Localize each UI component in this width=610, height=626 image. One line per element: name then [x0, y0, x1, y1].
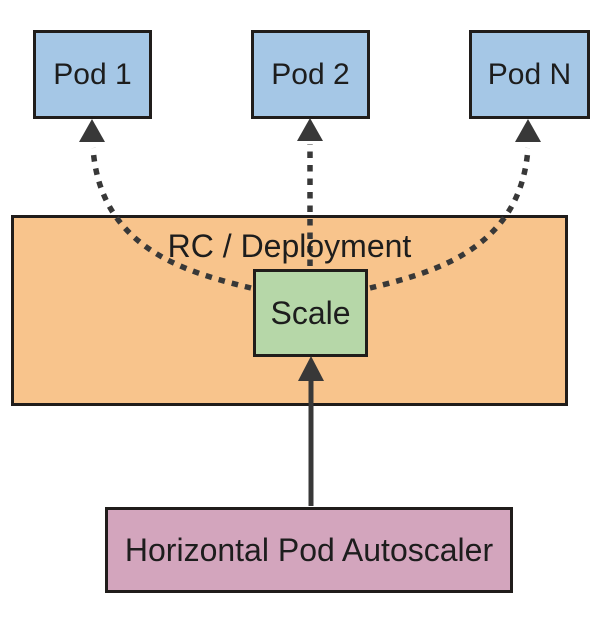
arrowhead-pod2-icon — [297, 118, 323, 141]
node-scale: Scale — [253, 269, 368, 357]
node-scale-label: Scale — [270, 294, 351, 331]
node-pod-2: Pod 2 — [251, 30, 370, 119]
arrowhead-pod1-icon — [79, 119, 105, 142]
arrowhead-podn-icon — [515, 119, 541, 142]
node-horizontal-pod-autoscaler-label: Horizontal Pod Autoscaler — [124, 531, 494, 568]
node-pod-n: Pod N — [469, 30, 590, 119]
node-pod-2-label: Pod 2 — [271, 57, 350, 91]
node-horizontal-pod-autoscaler: Horizontal Pod Autoscaler — [105, 507, 513, 593]
node-pod-1: Pod 1 — [33, 30, 152, 119]
node-pod-n-label: Pod N — [487, 57, 572, 91]
node-pod-1-label: Pod 1 — [53, 57, 132, 91]
